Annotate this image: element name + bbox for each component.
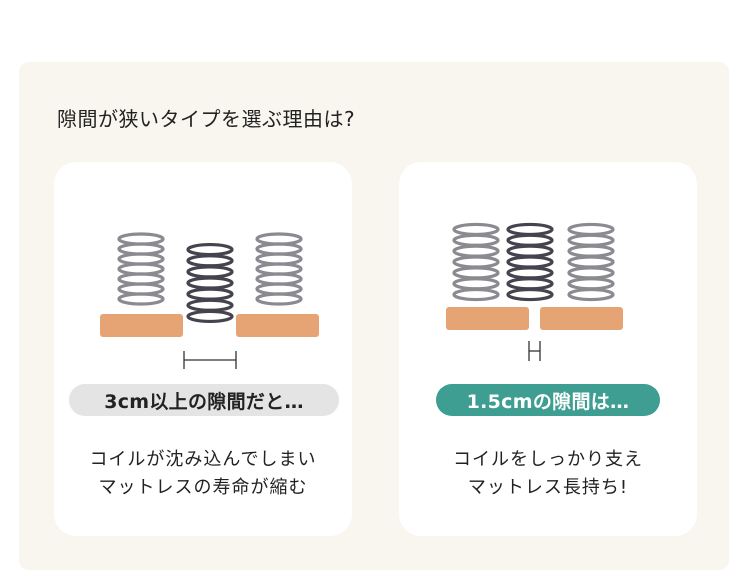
description-line: マットレス長持ち! (467, 477, 629, 498)
spring-coil-icon (255, 232, 303, 306)
wide-gap-description: コイルが沈み込んでしまい マットレスの寿命が縮む (54, 446, 352, 502)
gap-width-marker-icon (183, 351, 237, 369)
spring-coil-icon (186, 242, 234, 324)
support-block-icon (540, 307, 623, 330)
support-block-icon (446, 307, 529, 330)
wide-gap-card: 3cm以上の隙間だと… コイルが沈み込んでしまい マットレスの寿命が縮む (54, 162, 352, 536)
wide-gap-badge: 3cm以上の隙間だと… (69, 384, 339, 416)
spring-coil-icon (567, 222, 615, 302)
narrow-gap-badge: 1.5cmの隙間は… (436, 384, 660, 416)
description-line: コイルが沈み込んでしまい (89, 449, 317, 470)
description-line: マットレスの寿命が縮む (98, 477, 308, 498)
support-block-icon (100, 314, 183, 337)
section-heading: 隙間が狭いタイプを選ぶ理由は? (57, 107, 356, 131)
spring-coil-icon (117, 232, 165, 306)
spring-coil-icon (452, 222, 500, 302)
narrow-gap-illustration (446, 222, 623, 361)
support-block-icon (236, 314, 319, 337)
spring-coil-icon (506, 222, 554, 302)
wide-gap-illustration (100, 232, 319, 369)
description-line: コイルをしっかり支え (453, 449, 643, 470)
narrow-gap-description: コイルをしっかり支え マットレス長持ち! (399, 446, 697, 502)
narrow-gap-card: 1.5cmの隙間は… コイルをしっかり支え マットレス長持ち! (399, 162, 697, 536)
gap-width-marker-icon (528, 341, 541, 361)
